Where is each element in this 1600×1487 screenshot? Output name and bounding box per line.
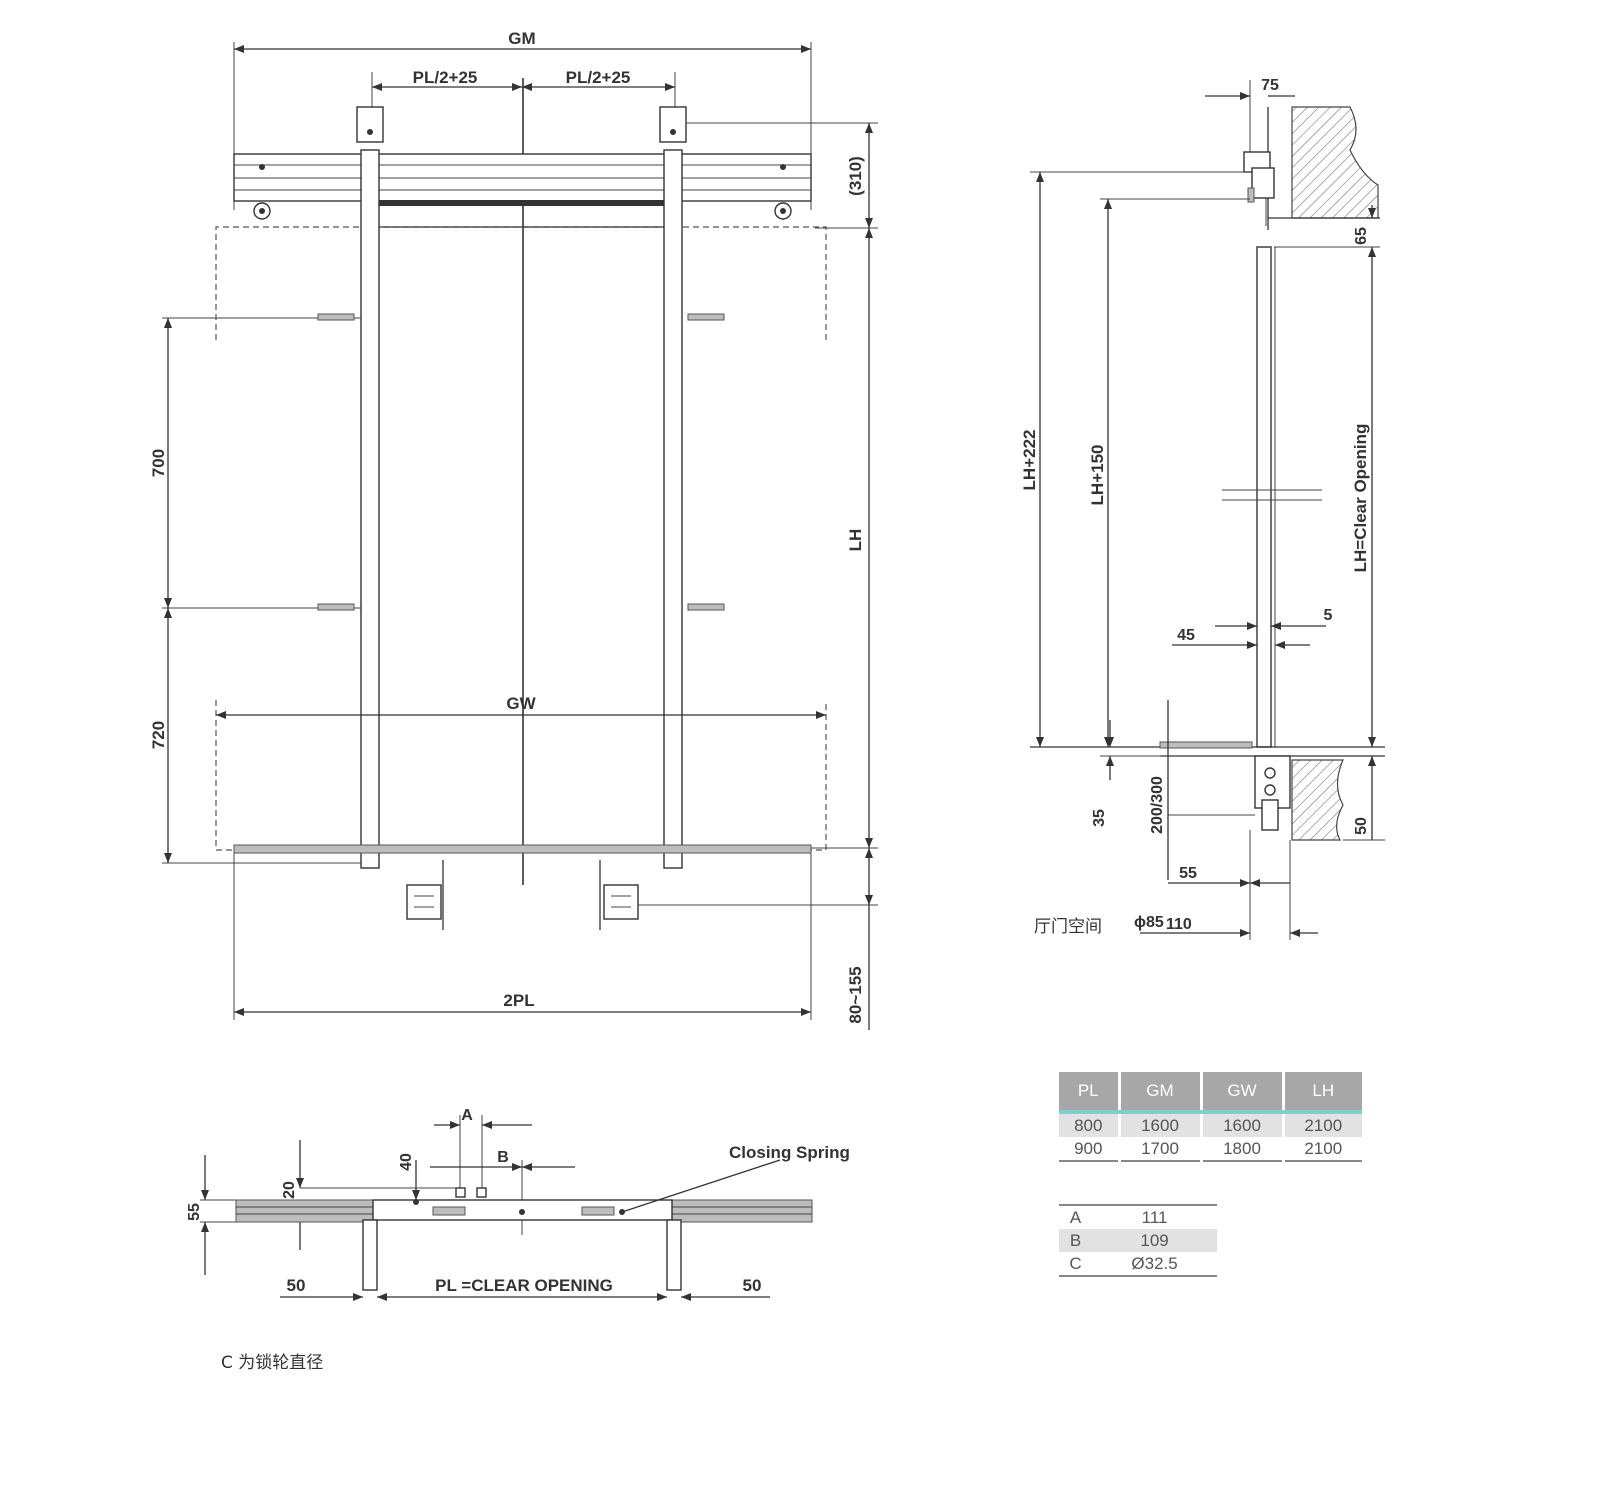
table-cell: 109 — [1092, 1229, 1217, 1252]
dim-75: 75 — [1261, 77, 1279, 94]
dim-lh222: LH+222 — [1020, 430, 1039, 491]
track-bar — [368, 200, 671, 206]
dim-40: 40 — [398, 1153, 415, 1171]
dim-phi85: ϕ85 — [1134, 914, 1164, 931]
table-cell: Ø32.5 — [1092, 1252, 1217, 1277]
spec-header-gm: GM — [1119, 1072, 1203, 1114]
door-panel-section — [1256, 246, 1272, 748]
hanger-post-right — [663, 149, 683, 869]
dim-200-300: 200/300 — [1149, 776, 1166, 834]
label-hall-space: 厅门空间 — [1034, 917, 1102, 937]
note-c-diameter: C 为锁轮直径 — [221, 1353, 323, 1373]
table-cell: B — [1059, 1229, 1093, 1252]
dim-lh-clear: LH=Clear Opening — [1351, 424, 1370, 573]
dim-gm: GM — [508, 29, 535, 48]
table-cell: 2100 — [1283, 1112, 1362, 1137]
sill-bracket-right — [603, 884, 639, 920]
dim-55-side: 55 — [1179, 865, 1197, 882]
table-cell: 2100 — [1283, 1137, 1362, 1162]
table-cell: 1700 — [1119, 1137, 1203, 1162]
plan-view: A B 40 20 55 — [186, 1107, 850, 1301]
dim-pl-left: PL/2+25 — [413, 68, 478, 87]
dim-20: 20 — [281, 1181, 298, 1199]
spec-table: PL GM GW LH 800 1600 1600 2100 900 1700 … — [1059, 1072, 1362, 1162]
floor-slab-left — [235, 1199, 374, 1223]
floor-slab-right — [671, 1199, 813, 1223]
wall-section-top — [1291, 106, 1379, 219]
spec-header-gw: GW — [1201, 1072, 1285, 1114]
table-cell: A — [1059, 1204, 1093, 1229]
sill-bracket-left — [406, 884, 442, 920]
table-row: B 109 — [1059, 1229, 1217, 1252]
table-cell: 1800 — [1201, 1137, 1285, 1162]
dim-2pl: 2PL — [503, 991, 534, 1010]
table-row: 800 1600 1600 2100 — [1059, 1112, 1362, 1137]
dim-700: 700 — [149, 449, 168, 477]
dim-110: 110 — [1166, 916, 1192, 933]
hanger-block-left — [356, 106, 384, 143]
table-cell: 1600 — [1201, 1112, 1285, 1137]
hanger-block-right — [659, 106, 687, 143]
dim-clear-opening: PL =CLEAR OPENING — [435, 1276, 613, 1295]
table-cell: C — [1059, 1252, 1093, 1277]
front-view: GM PL/2+25 PL/2+25 (310) — [149, 29, 878, 1030]
dim-lh: LH — [846, 529, 865, 552]
table-cell: 111 — [1092, 1204, 1217, 1229]
label-closing-spring: Closing Spring — [729, 1143, 850, 1162]
dim-a: A — [461, 1107, 473, 1124]
dim-50-right: 50 — [743, 1276, 762, 1295]
dim-lh150: LH+150 — [1088, 445, 1107, 506]
dim-50-left: 50 — [287, 1276, 306, 1295]
wall-section-bottom — [1291, 759, 1344, 841]
door-sill — [233, 844, 812, 854]
dim-720: 720 — [149, 721, 168, 749]
dim-45: 45 — [1177, 627, 1195, 644]
hanger-post-left — [360, 149, 380, 869]
dim-50-side: 50 — [1353, 817, 1370, 835]
dim-b: B — [497, 1149, 509, 1166]
dim-65: 65 — [1353, 227, 1370, 245]
table-row: 900 1700 1800 2100 — [1059, 1137, 1362, 1162]
dim-gw: GW — [506, 694, 536, 713]
table-cell: 800 — [1059, 1112, 1121, 1137]
table-cell: 1600 — [1119, 1112, 1203, 1137]
dim-55-plan: 55 — [186, 1203, 203, 1221]
dim-80-155: 80~155 — [846, 966, 865, 1023]
dim-35: 35 — [1091, 809, 1108, 827]
table-row: C Ø32.5 — [1059, 1252, 1217, 1277]
dim-5: 5 — [1324, 607, 1333, 624]
table-cell: 900 — [1059, 1137, 1121, 1162]
abc-table: A 111 B 109 C Ø32.5 — [1059, 1204, 1217, 1277]
spec-header-pl: PL — [1059, 1072, 1121, 1114]
dim-310: (310) — [846, 156, 865, 196]
side-view: 75 65 LH+222 LH+150 LH=Clear Opening 5 — [1020, 77, 1385, 940]
spec-header-lh: LH — [1283, 1072, 1362, 1114]
dim-pl-right: PL/2+25 — [566, 68, 631, 87]
table-row: A 111 — [1059, 1204, 1217, 1229]
